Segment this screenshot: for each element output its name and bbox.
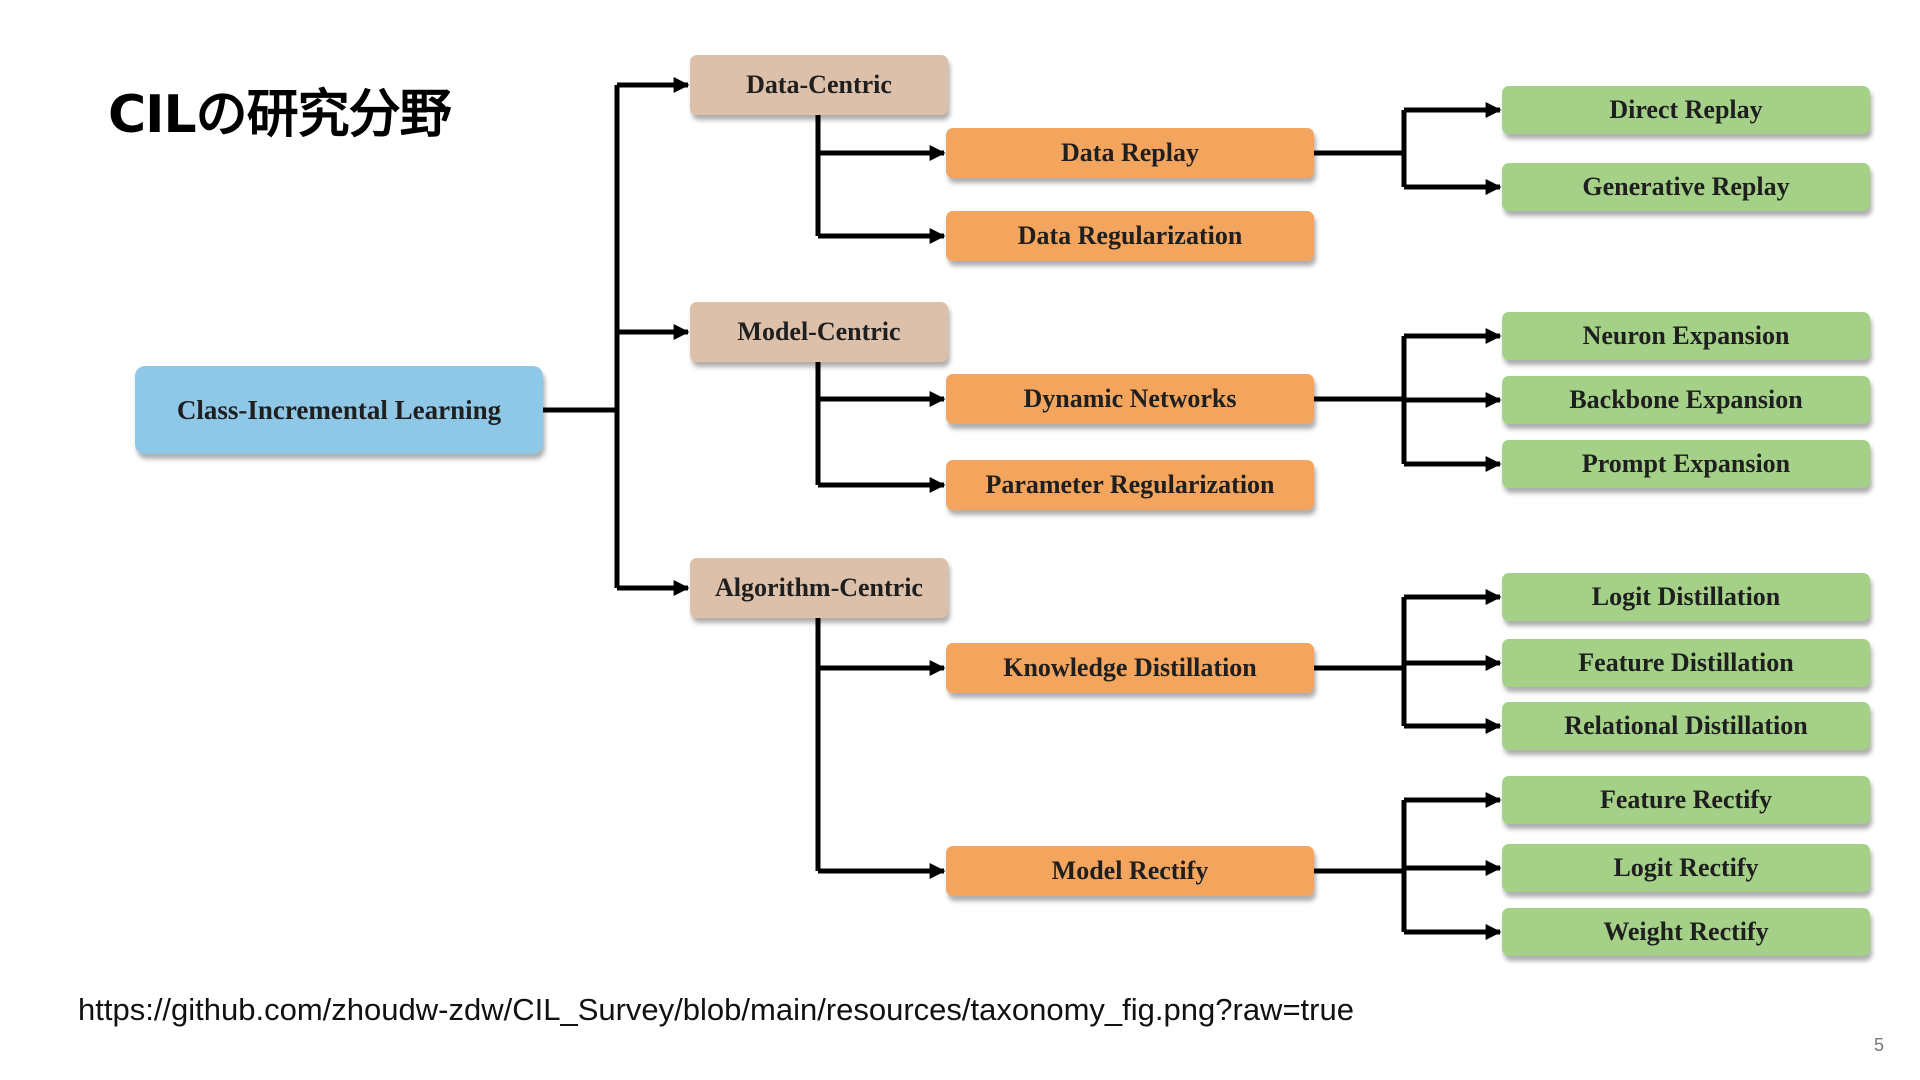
leaf-node-backbone-expansion: Backbone Expansion xyxy=(1502,376,1870,424)
leaf-node-feature-distillation: Feature Distillation xyxy=(1502,639,1870,687)
method-node-parameter-regularization: Parameter Regularization xyxy=(946,460,1314,510)
category-node-model-centric: Model-Centric xyxy=(690,302,948,362)
leaf-node-weight-rectify: Weight Rectify xyxy=(1502,908,1870,956)
method-node-knowledge-distillation: Knowledge Distillation xyxy=(946,643,1314,693)
source-url: https://github.com/zhoudw-zdw/CIL_Survey… xyxy=(78,992,1354,1027)
category-node-algorithm-centric: Algorithm-Centric xyxy=(690,558,948,618)
method-node-data-regularization: Data Regularization xyxy=(946,211,1314,261)
leaf-node-generative-replay: Generative Replay xyxy=(1502,163,1870,211)
method-node-dynamic-networks: Dynamic Networks xyxy=(946,374,1314,424)
leaf-node-feature-rectify: Feature Rectify xyxy=(1502,776,1870,824)
method-node-model-rectify: Model Rectify xyxy=(946,846,1314,896)
leaf-node-logit-rectify: Logit Rectify xyxy=(1502,844,1870,892)
leaf-node-logit-distillation: Logit Distillation xyxy=(1502,573,1870,621)
slide-title: CILの研究分野 xyxy=(108,85,452,145)
category-node-data-centric: Data-Centric xyxy=(690,55,948,115)
leaf-node-direct-replay: Direct Replay xyxy=(1502,86,1870,134)
leaf-node-relational-distillation: Relational Distillation xyxy=(1502,702,1870,750)
root-node-class-incremental-learning: Class-Incremental Learning xyxy=(135,366,543,454)
page-number: 5 xyxy=(1873,1035,1884,1055)
leaf-node-prompt-expansion: Prompt Expansion xyxy=(1502,440,1870,488)
leaf-node-neuron-expansion: Neuron Expansion xyxy=(1502,312,1870,360)
method-node-data-replay: Data Replay xyxy=(946,128,1314,178)
